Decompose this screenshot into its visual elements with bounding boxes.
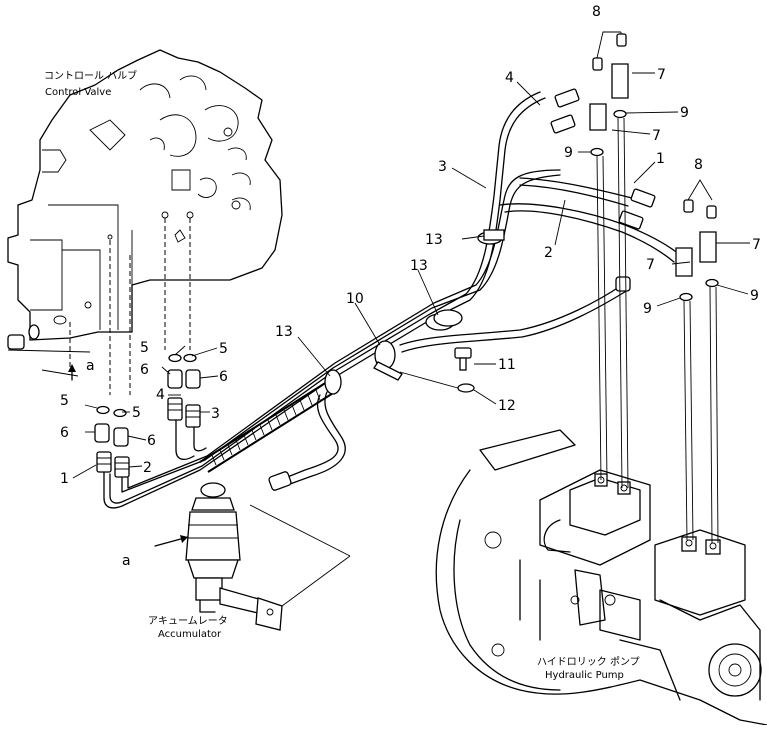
callout-11: 11 [498, 357, 516, 373]
control-valve-label-jp: コントロール バルブ [44, 69, 137, 82]
callout-7-b: 7 [652, 128, 661, 144]
bolt [454, 347, 472, 371]
control-valve-label-en: Control Valve [45, 87, 111, 98]
callout-9-b: 9 [564, 145, 573, 161]
ref-a-valve: a [86, 358, 95, 374]
callout-3-right: 3 [438, 159, 447, 175]
callout-6-left-b: 6 [147, 433, 156, 449]
callout-4-right: 4 [505, 70, 514, 86]
control-valve [7, 49, 283, 395]
callout-4-left: 4 [156, 387, 165, 403]
callout-leaders [41, 72, 750, 479]
callout-numbers: 1 2 3 4 5 5 5 5 6 6 6 6 4 3 1 2 7 7 7 7 … [60, 4, 761, 487]
fitting-plug-left [7, 315, 67, 350]
fittings-group [94, 353, 201, 478]
callout-7-c: 7 [752, 237, 761, 253]
callout-8-b: 8 [694, 157, 703, 173]
callout-9-c: 9 [643, 301, 652, 317]
hydraulic-pump-label-jp: ハイドロリック ポンプ [537, 656, 640, 668]
callout-2-right: 2 [544, 245, 553, 261]
callout-5-top-b: 5 [219, 341, 228, 357]
callout-2-left: 2 [143, 460, 152, 476]
callout-9-a: 9 [680, 105, 689, 121]
pump-fittings [550, 31, 719, 544]
callout-1-left: 1 [60, 471, 69, 487]
callout-6-top-a: 6 [140, 362, 149, 378]
clamp-bracket [373, 340, 466, 391]
hydraulic-pump-label-en: Hydraulic Pump [545, 670, 624, 681]
ref-a-accumulator: a [122, 553, 131, 569]
callout-3-left: 3 [211, 406, 220, 422]
callout-13-b: 13 [410, 258, 428, 274]
callout-13-a: 13 [425, 232, 443, 248]
accumulator-label-jp: アキュームレータ [148, 615, 228, 627]
washer [457, 383, 475, 393]
accumulator-hose [268, 391, 346, 491]
hose-clamp [324, 229, 505, 395]
callout-10: 10 [346, 291, 364, 307]
callout-9-d: 9 [750, 288, 759, 304]
accumulator-label-en: Accumulator [158, 629, 222, 640]
callout-5-top-a: 5 [140, 340, 149, 356]
callout-7-d: 7 [646, 257, 655, 273]
callout-12: 12 [498, 398, 516, 414]
callout-7-a: 7 [657, 67, 666, 83]
callout-5-left-b: 5 [132, 405, 141, 421]
hose-bundle [103, 91, 681, 509]
callout-1-right: 1 [656, 151, 665, 167]
callout-6-left-a: 6 [60, 425, 69, 441]
accumulator [154, 482, 351, 631]
callout-8-a: 8 [592, 4, 601, 20]
callout-5-left-a: 5 [60, 393, 69, 409]
callout-6-top-b: 6 [219, 369, 228, 385]
callout-13-c: 13 [275, 324, 293, 340]
